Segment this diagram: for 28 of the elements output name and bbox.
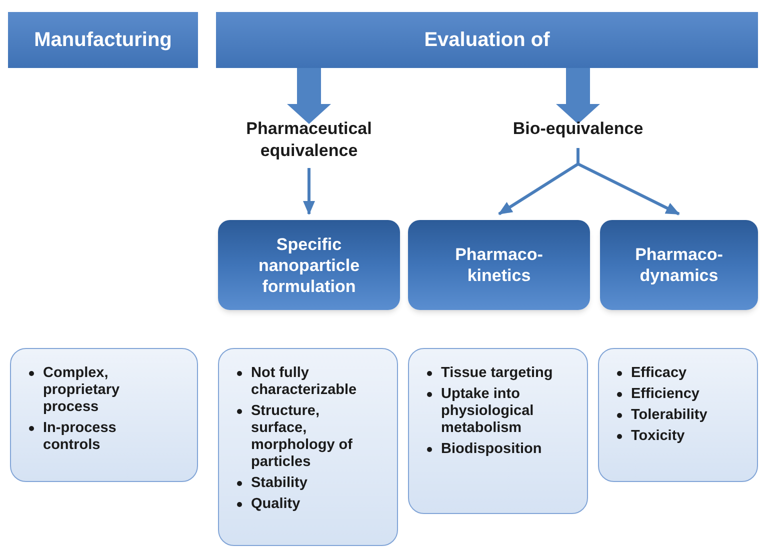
process-box: Pharmaco-kinetics (408, 220, 590, 310)
bullet-list-card (218, 348, 398, 546)
bullet-item: Toxicity (615, 428, 733, 445)
process-box: Pharmaco-dynamics (600, 220, 758, 310)
arrow (303, 168, 315, 215)
bullet-item: Structure, surface, morphology of particles (235, 403, 373, 471)
bullet-item: Biodisposition (425, 441, 563, 458)
bullet-list-card (598, 348, 758, 482)
bullet-item: In-process controls (27, 420, 173, 454)
bullet-item: Quality (235, 496, 373, 513)
header-box: Manufacturing (8, 12, 198, 68)
block-arrow (287, 68, 331, 124)
process-box: Specific nanoparticle formulation (218, 220, 400, 310)
bullet-item: Efficacy (615, 365, 733, 382)
bullet-item: Tissue targeting (425, 365, 563, 382)
bullet-item: Stability (235, 475, 373, 492)
bullet-item: Efficiency (615, 386, 733, 403)
bullet-item: Tolerability (615, 407, 733, 424)
section-label: Pharmaceutical equivalence (218, 118, 400, 164)
arrow (576, 148, 680, 216)
bullet-list-card (10, 348, 198, 482)
header-box: Evaluation of (216, 12, 758, 68)
section-label: Bio-equivalence (488, 118, 668, 144)
block-arrow (556, 68, 600, 124)
bullet-list-card (408, 348, 588, 514)
bullet-item: Not fully characterizable (235, 365, 373, 399)
bullet-item: Uptake into physiological metabolism (425, 386, 563, 437)
bullet-item: Complex, proprietary process (27, 365, 173, 416)
